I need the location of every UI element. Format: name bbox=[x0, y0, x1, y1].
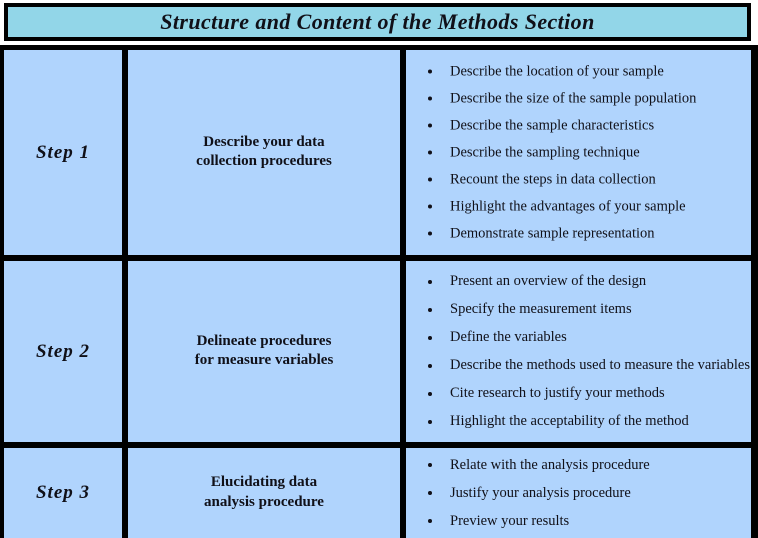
list-item: Recount the steps in data collection bbox=[406, 166, 751, 193]
step-bullets-cell-1: Describe the location of your sample Des… bbox=[406, 50, 751, 255]
bullet-dot-icon bbox=[428, 123, 432, 128]
list-item: Describe the sampling technique bbox=[406, 139, 751, 166]
list-item: Highlight the acceptability of the metho… bbox=[406, 408, 751, 436]
list-item-label: Relate with the analysis procedure bbox=[450, 456, 650, 473]
list-item: Describe the methods used to measure the… bbox=[406, 352, 751, 380]
list-item-label: Specify the measurement items bbox=[450, 301, 632, 318]
list-item-label: Present an overview of the design bbox=[450, 273, 647, 290]
step-heading-line-1: Elucidating data bbox=[210, 474, 318, 491]
list-item: Demonstrate sample representation bbox=[406, 220, 751, 247]
methods-table: Step 1 Describe your data collection pro… bbox=[0, 45, 758, 538]
bullet-dot-icon bbox=[428, 204, 432, 209]
step-heading-cell-3: Elucidating data analysis procedure bbox=[128, 448, 400, 538]
list-item-label: Describe the location of your sample bbox=[450, 63, 664, 80]
list-item: Describe the location of your sample bbox=[406, 58, 751, 85]
bullet-dot-icon bbox=[428, 519, 432, 523]
list-item-label: Define the variables bbox=[450, 329, 567, 346]
list-item: Specify the measurement items bbox=[406, 296, 751, 324]
bullet-dot-icon bbox=[428, 231, 432, 236]
list-item-label: Describe the sample characteristics bbox=[450, 117, 655, 134]
bullet-dot-icon bbox=[428, 391, 432, 396]
list-item: Relate with the analysis procedure bbox=[406, 451, 751, 479]
bullet-dot-icon bbox=[428, 463, 432, 467]
list-item: Present an overview of the design bbox=[406, 268, 751, 296]
step-cell-2: Step 2 bbox=[4, 261, 122, 442]
bullet-dot-icon bbox=[428, 491, 432, 495]
bullet-dot-icon bbox=[428, 335, 432, 340]
step-bullets-cell-2: Present an overview of the design Specif… bbox=[406, 261, 751, 442]
table-row: Step 2 Delineate procedures for measure … bbox=[4, 255, 751, 442]
list-item: Describe the size of the sample populati… bbox=[406, 85, 751, 112]
step-label: Step 2 bbox=[35, 340, 91, 362]
list-item: Highlight the advantages of your sample bbox=[406, 193, 751, 220]
step-heading-line-1: Describe your data bbox=[203, 133, 325, 150]
table-row: Step 3 Elucidating data analysis procedu… bbox=[4, 442, 751, 538]
list-item-label: Justify your analysis procedure bbox=[450, 484, 631, 501]
step-heading: Delineate procedures for measure variabl… bbox=[128, 332, 400, 372]
bullet-dot-icon bbox=[428, 177, 432, 182]
step-heading-cell-2: Delineate procedures for measure variabl… bbox=[128, 261, 400, 442]
list-item-label: Demonstrate sample representation bbox=[450, 225, 655, 242]
bullet-dot-icon bbox=[428, 96, 432, 101]
step-label: Step 1 bbox=[35, 141, 91, 163]
figure-title: Structure and Content of the Methods Sec… bbox=[160, 9, 595, 34]
figure-title-bar: Structure and Content of the Methods Sec… bbox=[4, 3, 751, 41]
step-cell-1: Step 1 bbox=[4, 50, 122, 255]
bullet-list: Present an overview of the design Specif… bbox=[406, 268, 751, 436]
bullet-dot-icon bbox=[428, 363, 432, 368]
step-heading: Describe your data collection procedures bbox=[128, 133, 400, 173]
list-item-label: Recount the steps in data collection bbox=[450, 171, 656, 188]
step-heading: Elucidating data analysis procedure bbox=[128, 473, 400, 513]
list-item: Preview your results bbox=[406, 507, 751, 535]
bullet-dot-icon bbox=[428, 150, 432, 155]
list-item-label: Describe the size of the sample populati… bbox=[450, 90, 697, 107]
bullet-dot-icon bbox=[428, 69, 432, 74]
step-label: Step 3 bbox=[35, 482, 91, 503]
list-item: Define the variables bbox=[406, 324, 751, 352]
step-heading-line-2: analysis procedure bbox=[204, 494, 324, 510]
list-item-label: Cite research to justify your methods bbox=[450, 385, 665, 402]
step-heading-line-2: collection procedures bbox=[196, 153, 332, 170]
table-row: Step 1 Describe your data collection pro… bbox=[4, 50, 751, 255]
list-item: Cite research to justify your methods bbox=[406, 380, 751, 408]
list-item-label: Describe the methods used to measure the… bbox=[450, 357, 750, 374]
bullet-list: Describe the location of your sample Des… bbox=[406, 58, 751, 247]
list-item-label: Preview your results bbox=[450, 512, 570, 529]
bullet-dot-icon bbox=[428, 279, 432, 284]
bullet-dot-icon bbox=[428, 307, 432, 312]
step-heading-line-2: for measure variables bbox=[194, 352, 334, 369]
list-item-label: Describe the sampling technique bbox=[450, 144, 640, 161]
step-heading-line-1: Delineate procedures bbox=[196, 332, 332, 349]
list-item: Justify your analysis procedure bbox=[406, 479, 751, 507]
bullet-dot-icon bbox=[428, 419, 432, 424]
step-bullets-cell-3: Relate with the analysis procedure Justi… bbox=[406, 448, 751, 538]
list-item-label: Highlight the advantages of your sample bbox=[450, 198, 686, 215]
step-heading-cell-1: Describe your data collection procedures bbox=[128, 50, 400, 255]
bullet-list: Relate with the analysis procedure Justi… bbox=[406, 451, 751, 535]
list-item: Describe the sample characteristics bbox=[406, 112, 751, 139]
list-item-label: Highlight the acceptability of the metho… bbox=[450, 413, 689, 430]
step-cell-3: Step 3 bbox=[4, 448, 122, 538]
